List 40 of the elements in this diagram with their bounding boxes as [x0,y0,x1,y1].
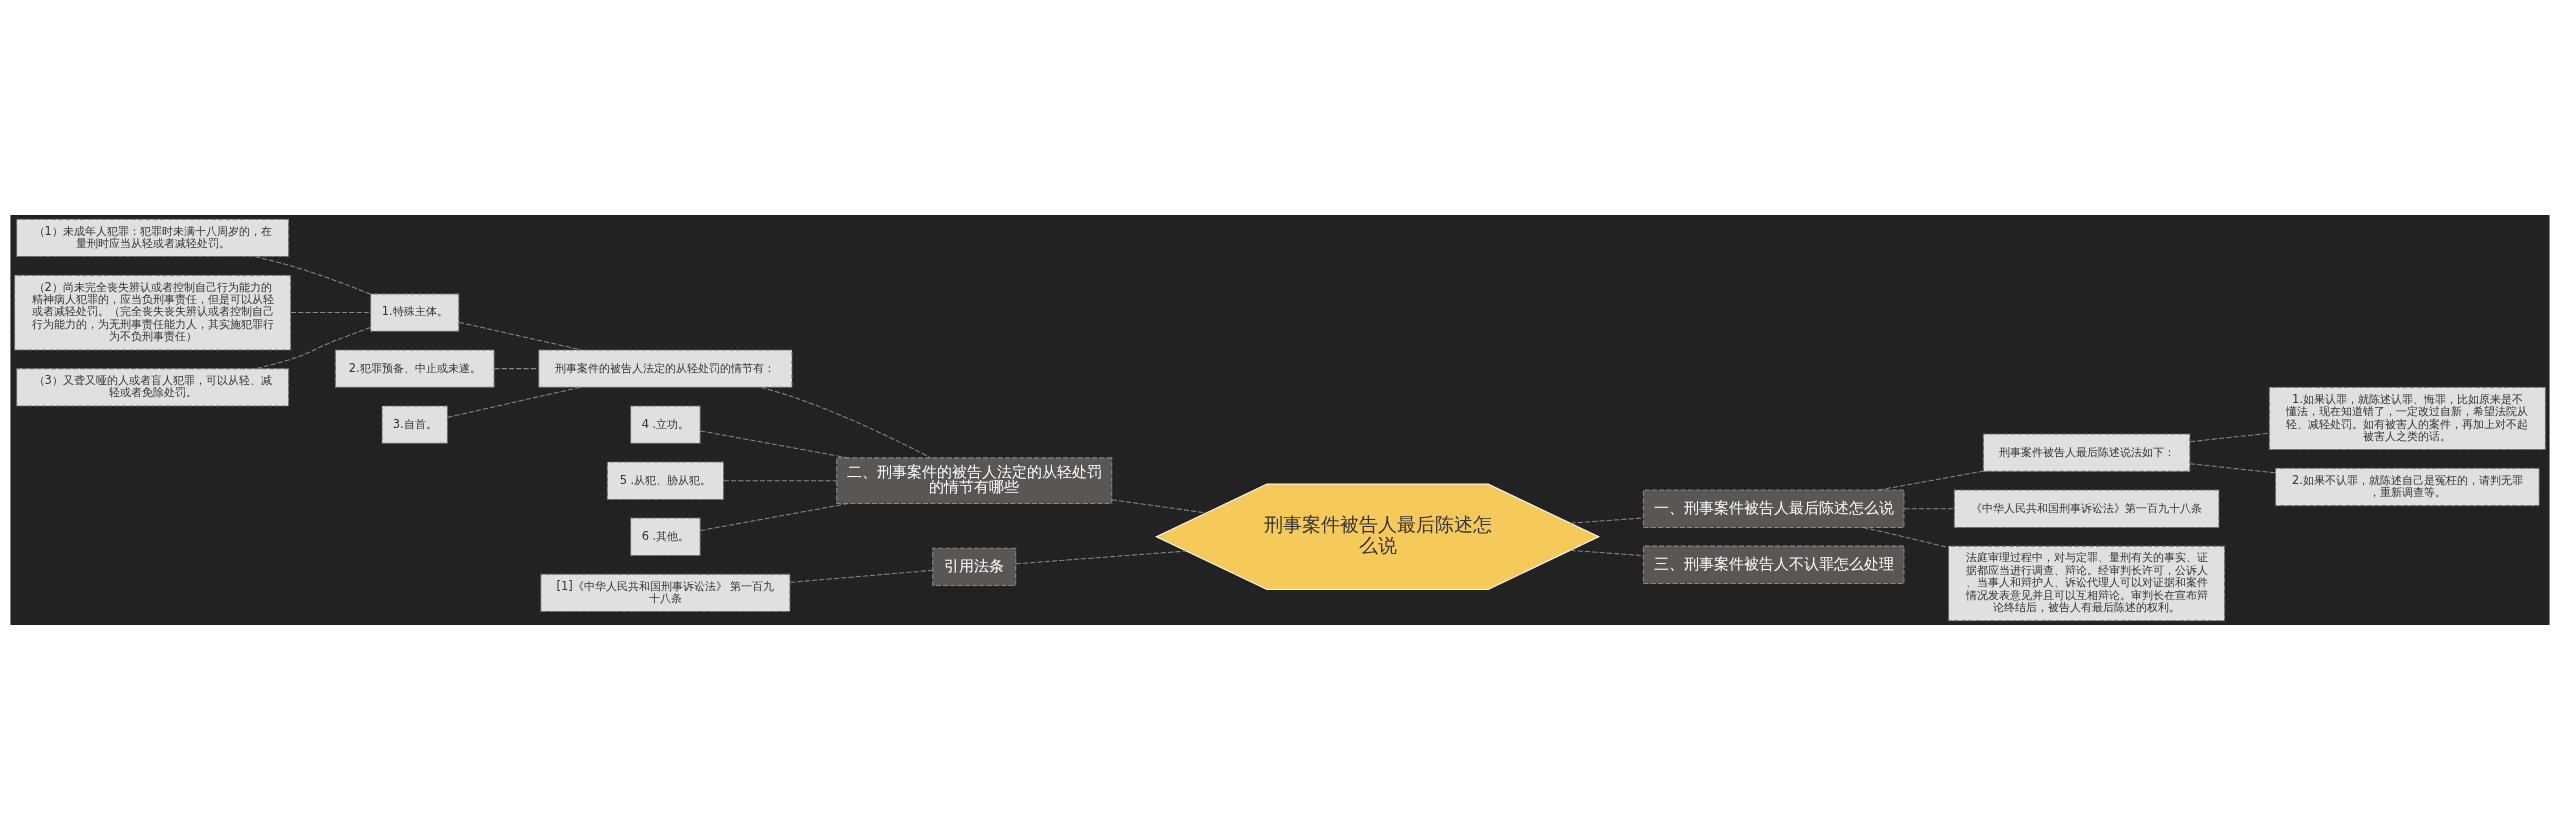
connector [760,386,932,459]
node-box: 《中华人民共和国刑事诉讼法》第一百九十八条 [1953,489,2220,528]
connector [699,430,849,459]
node-box: 法庭审理过程中，对与定罪、量刑有关的事实、证据都应当进行调查、辩论。经审判长许可，公诉人、当事人和辩护人、诉讼代理人可以对证据和案件情况发表意见并且可以互相辩论。审判长在宣布辩论终结后，被告人有最后陈述的权利。 [1948,545,2226,622]
node-box: 引用法条 [932,547,1017,587]
connector [723,480,838,482]
node-box: 刑事案件的被告人法定的从轻处罚的情节有： [538,349,793,388]
connector [1569,517,1644,524]
node-box: 5 .从犯、胁从犯。 [606,461,725,500]
node-box: 刑事案件被告人最后陈述说法如下： [1982,433,2191,472]
node-box: 2.如果不认罪，就陈述自己是冤枉的，请判无罪，重新调查等。 [2275,467,2540,507]
connector [1015,550,1187,565]
connector [254,256,371,295]
node-box: （3）又聋又哑的人或者盲人犯罪，可以从轻、减轻或者免除处罚。 [16,368,290,407]
node-box: （1）未成年人犯罪：犯罪时未满十八周岁的，在量刑时应当从轻或者减轻处罚。 [16,218,290,258]
node-box: 3.自首。 [381,405,448,444]
node-box: 1.特殊主体。 [370,293,460,332]
connector [1111,499,1207,514]
connector [458,321,582,351]
connector [255,327,371,370]
connector [447,386,581,418]
connector [2189,432,2270,443]
connector [290,312,372,314]
connector [789,569,934,583]
connector [493,368,540,370]
node-box: 1.如果认罪，就陈述认罪、悔罪，比如原来是不懂法，现在知道错了，一定改过自新，希望法院从轻、减轻处罚。如有被害人的案件，再加上对不起被害人之类的话。 [2268,386,2546,451]
connector [1878,470,1984,491]
node-box: 2.犯罪预备、中止或未遂。 [334,349,495,388]
node-box: （2）尚未完全丧失辨认或者控制自己行为能力的精神病人犯罪的，应当负刑事责任，但是可以从轻或者减轻处罚。（完全丧失丧失辨认或者控制自己行为能力的，为无刑事责任能力人，其实施犯罪行为不负刑事责任） [14,274,292,351]
connector [1862,526,1949,549]
node-box: 三、刑事案件被告人不认罪怎么处理 [1642,545,1905,584]
node-box: 二、刑事案件的被告人法定的从轻处罚的情节有哪些 [836,457,1113,505]
connector [1569,549,1644,557]
connector [1903,508,1955,510]
node-box: 4 .立功。 [630,405,701,444]
node-box: 6 .其他。 [630,517,701,556]
connector [2189,463,2276,474]
node-box: 一、刑事案件被告人最后陈述怎么说 [1642,489,1905,528]
node-box: [1]《中华人民共和国刑事诉讼法》 第一百九十八条 [540,573,791,613]
connector [699,503,849,532]
